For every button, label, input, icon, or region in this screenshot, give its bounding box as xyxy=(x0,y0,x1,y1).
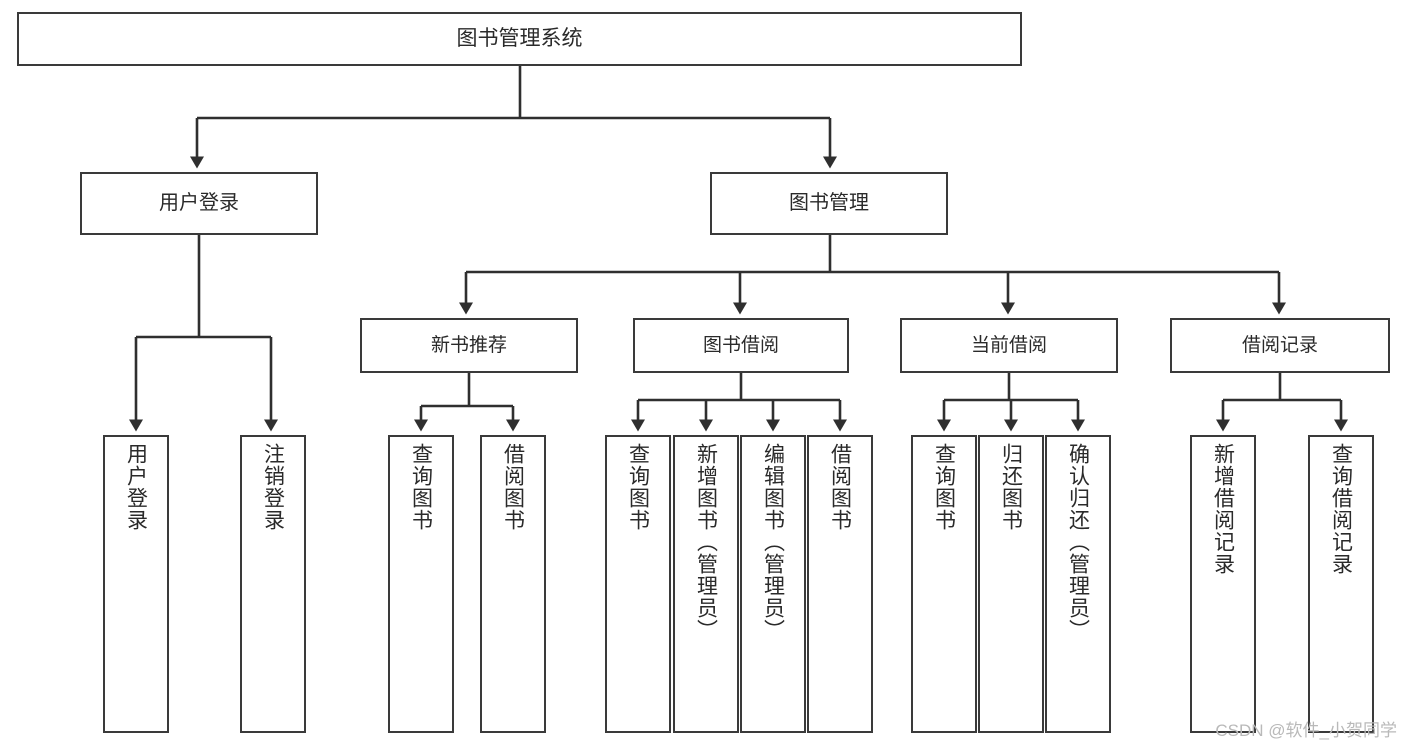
node-label: 新增图书（管理员） xyxy=(694,443,718,641)
node-label: 图书管理 xyxy=(789,192,869,214)
node-label: 图书管理系统 xyxy=(456,26,583,50)
node-label: 图书借阅 xyxy=(702,334,779,356)
node-new-book-recommend[interactable]: 新书推荐 xyxy=(360,318,578,373)
node-label: 查询图书 xyxy=(932,443,956,531)
node-book-management[interactable]: 图书管理 xyxy=(710,172,948,235)
node-label: 新书推荐 xyxy=(430,334,507,356)
node-label: 用户登录 xyxy=(124,443,148,531)
node-label: 确认归还（管理员） xyxy=(1066,443,1090,641)
node-label: 查询图书 xyxy=(409,443,433,531)
leaf-user-login[interactable]: 用户登录 xyxy=(103,435,169,733)
node-label: 借阅图书 xyxy=(828,443,852,531)
leaf-return-books[interactable]: 归还图书 xyxy=(978,435,1044,733)
leaf-query-borrow-record[interactable]: 查询借阅记录 xyxy=(1308,435,1374,733)
node-label: 注销登录 xyxy=(261,443,285,531)
node-label: 编辑图书（管理员） xyxy=(761,443,785,641)
leaf-query-books-current[interactable]: 查询图书 xyxy=(911,435,977,733)
node-label: 查询借阅记录 xyxy=(1329,443,1353,575)
node-label: 当前借阅 xyxy=(970,334,1047,356)
node-label: 借阅图书 xyxy=(501,443,525,531)
leaf-query-books-borrow[interactable]: 查询图书 xyxy=(605,435,671,733)
node-label: 新增借阅记录 xyxy=(1211,443,1235,575)
node-root[interactable]: 图书管理系统 xyxy=(17,12,1022,66)
leaf-query-books-recommend[interactable]: 查询图书 xyxy=(388,435,454,733)
leaf-add-book-admin[interactable]: 新增图书（管理员） xyxy=(673,435,739,733)
node-label: 查询图书 xyxy=(626,443,650,531)
leaf-borrow-books-borrow[interactable]: 借阅图书 xyxy=(807,435,873,733)
node-book-borrow[interactable]: 图书借阅 xyxy=(633,318,849,373)
node-label: 借阅记录 xyxy=(1241,334,1318,356)
leaf-borrow-books-recommend[interactable]: 借阅图书 xyxy=(480,435,546,733)
leaf-edit-book-admin[interactable]: 编辑图书（管理员） xyxy=(740,435,806,733)
node-current-borrow[interactable]: 当前借阅 xyxy=(900,318,1118,373)
node-label: 归还图书 xyxy=(999,443,1023,531)
node-label: 用户登录 xyxy=(159,192,239,214)
leaf-confirm-return-admin[interactable]: 确认归还（管理员） xyxy=(1045,435,1111,733)
leaf-logout[interactable]: 注销登录 xyxy=(240,435,306,733)
node-user-login[interactable]: 用户登录 xyxy=(80,172,318,235)
leaf-add-borrow-record[interactable]: 新增借阅记录 xyxy=(1190,435,1256,733)
node-borrow-record[interactable]: 借阅记录 xyxy=(1170,318,1390,373)
